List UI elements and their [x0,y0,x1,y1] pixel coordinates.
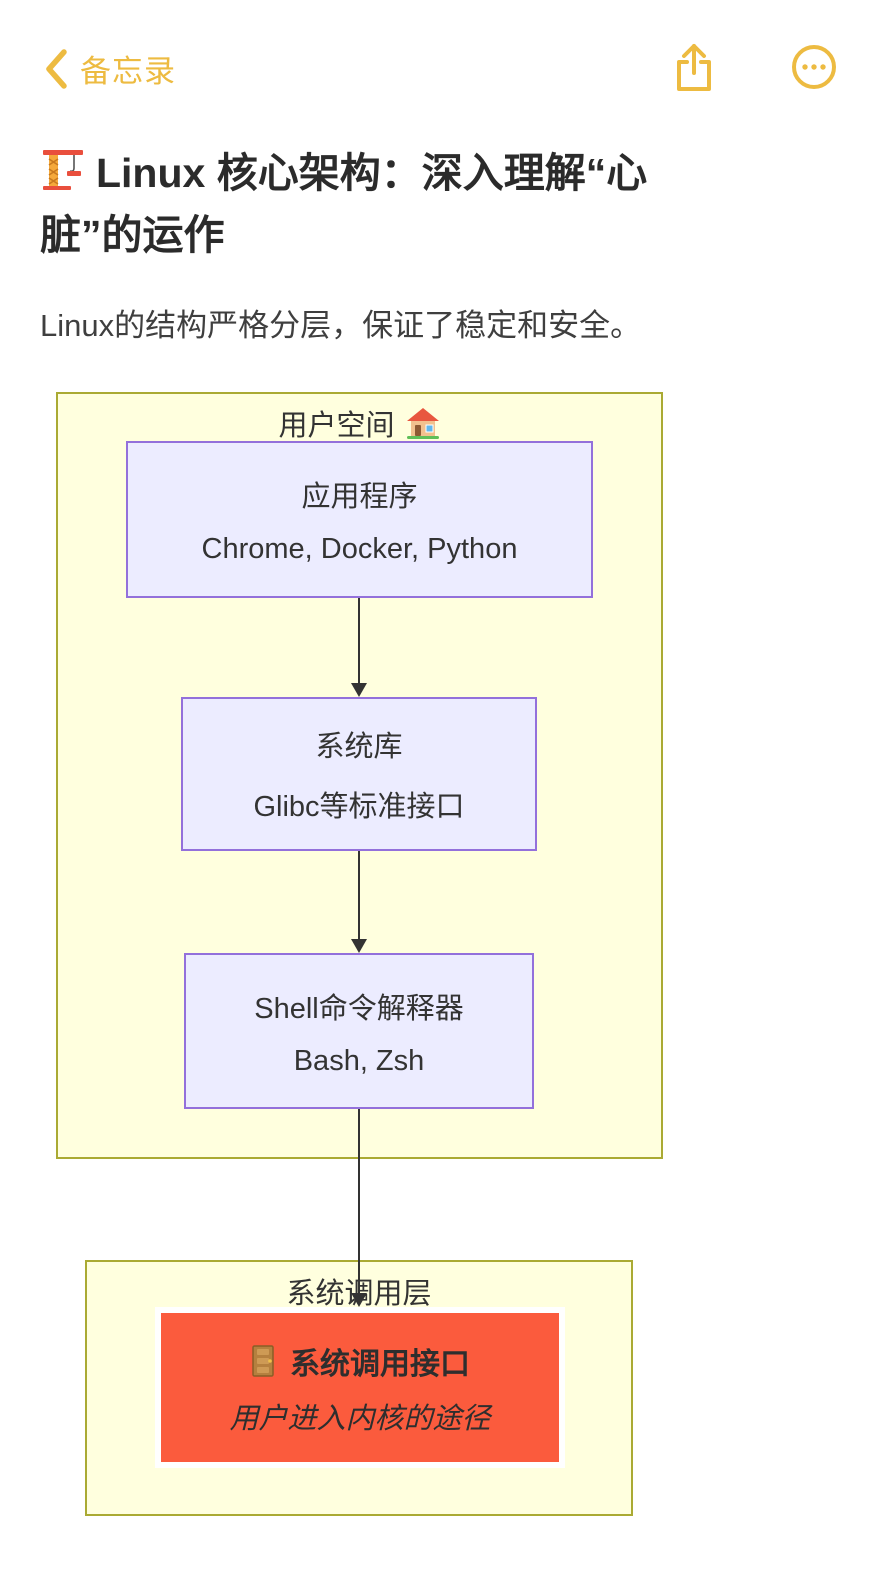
node-shell-subtitle: Bash, Zsh [293,1044,425,1077]
node-applications-title: 应用程序 [301,481,418,513]
chevron-left-icon [46,48,67,89]
subgraph-user-space-title: 用户空间 [58,402,661,444]
door-icon [252,1344,274,1377]
share-button[interactable] [672,42,716,95]
node-system-libraries: 系统库 Glibc等标准接口 [181,697,537,851]
arrowhead-shell-to-syscall [351,1293,367,1307]
node-syscall-interface-title: 系统调用接口 [250,1339,470,1383]
note-title-text: Linux 核心架构：深入理解“心脏”的运作 [40,150,648,259]
edge-libs-to-shell [358,851,360,940]
note-intro: Linux的结构严格分层，保证了稳定和安全。 [40,308,642,343]
more-button[interactable] [791,44,837,93]
node-shell: Shell命令解释器 Bash, Zsh [184,953,534,1109]
edge-apps-to-libs [358,598,360,684]
note-title: Linux 核心架构：深入理解“心脏”的运作 [40,142,696,267]
share-icon [677,44,711,91]
back-button-label: 备忘录 [80,54,176,89]
arrowhead-libs-to-shell [351,939,367,953]
node-applications-subtitle: Chrome, Docker, Python [201,533,518,565]
node-applications: 应用程序 Chrome, Docker, Python [126,441,593,598]
node-system-libraries-subtitle: Glibc等标准接口 [253,791,465,823]
construction-crane-icon [43,150,83,190]
node-syscall-interface: 系统调用接口 用户进入内核的途径 [155,1307,565,1468]
house-icon [406,408,439,439]
node-syscall-interface-subtitle: 用户进入内核的途径 [229,1402,491,1435]
node-shell-title: Shell命令解释器 [254,992,464,1025]
ellipsis-icon [792,45,836,89]
node-system-libraries-title: 系统库 [315,731,403,763]
arrowhead-apps-to-libs [351,683,367,697]
back-button[interactable]: 备忘录 [44,46,176,91]
edge-shell-to-syscall [358,1109,360,1294]
